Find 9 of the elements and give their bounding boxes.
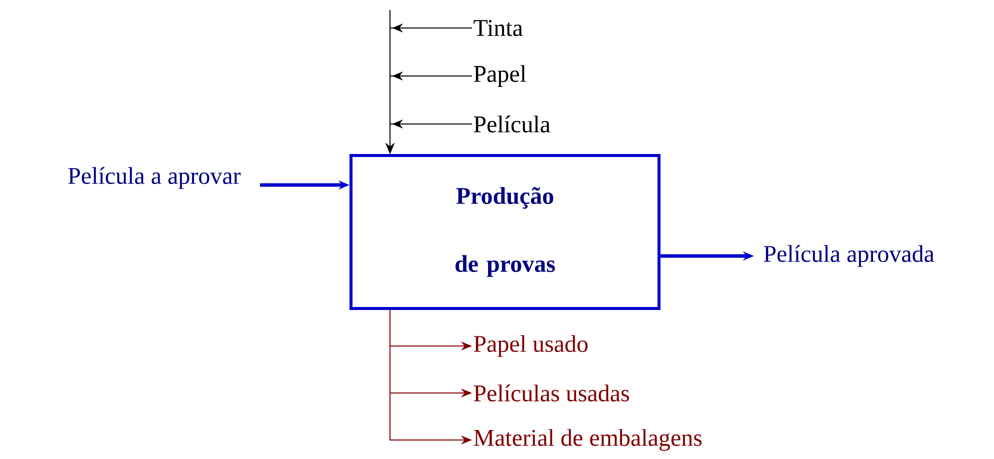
flow-label: Películas usadas xyxy=(474,384,629,402)
process-box: Produção de provas xyxy=(350,154,660,310)
flow-label: Tinta xyxy=(474,20,523,36)
flow-label: Película xyxy=(474,116,550,132)
flow-label: Papel xyxy=(474,65,526,87)
flow-label: Película aprovada xyxy=(764,245,934,267)
flow-label: Película a aprovar xyxy=(68,167,241,189)
flow-label: Material de embalagens xyxy=(474,429,702,451)
flow-label: Papel usado xyxy=(474,335,588,357)
